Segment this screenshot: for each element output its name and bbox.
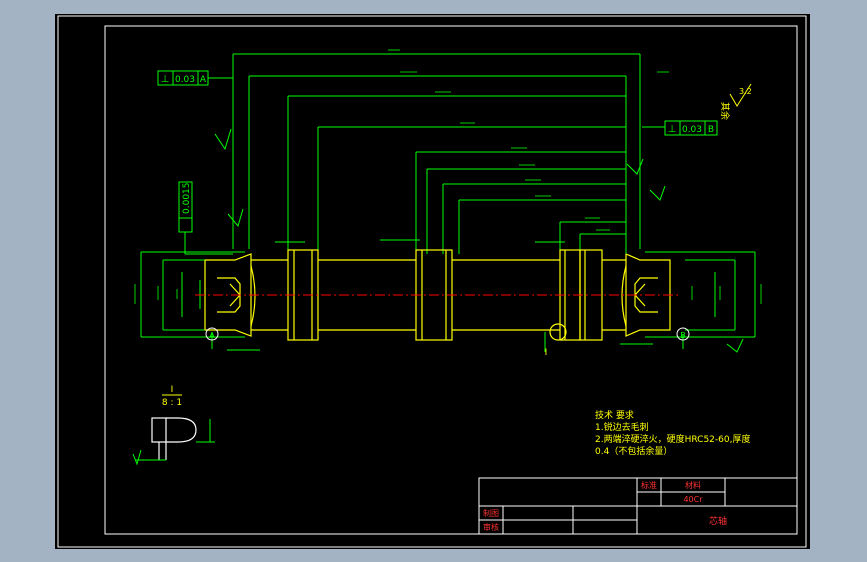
tol-b-datum: B <box>708 125 714 135</box>
tolerance-frame-b: ⊥ 0.03 B <box>664 120 718 136</box>
outer-frame <box>57 15 807 548</box>
title-drawn-label: 制图 <box>483 508 499 518</box>
tech-notes-title: 技术 要求 <box>595 409 634 421</box>
datum-markers <box>205 327 690 341</box>
engineering-drawing: ⊥ 0.03 A ⊥ 0.03 B 0.0015 其余 3.2 A B I I … <box>57 15 807 548</box>
tol-b-value: 0.03 <box>682 125 702 135</box>
roughness-marks <box>214 128 744 353</box>
tol-a-symbol: ⊥ <box>161 74 170 85</box>
title-drawing-name: 芯轴 <box>709 515 727 527</box>
tol-v-value: 0.0015 <box>182 183 192 215</box>
cad-viewport[interactable]: ⊥ 0.03 A ⊥ 0.03 B 0.0015 其余 3.2 A B I I … <box>55 14 810 549</box>
section-marker: I <box>545 348 548 358</box>
title-check-label: 审核 <box>483 522 499 532</box>
dimension-value-marks <box>134 49 762 304</box>
datum-letter-a: A <box>209 331 215 340</box>
detail-view: I 8 : 1 <box>132 385 215 466</box>
title-mark-label: 标准 <box>641 480 657 490</box>
tolerance-frame-a: ⊥ 0.03 A <box>157 70 209 86</box>
inner-frame <box>104 25 798 535</box>
tol-b-symbol: ⊥ <box>668 124 677 135</box>
tech-notes-line2: 2.两端淬硬淬火，硬度HRC52-60,厚度 <box>595 433 750 445</box>
title-material-label: 材料 <box>685 480 701 490</box>
detail-label: I <box>171 385 174 395</box>
tech-notes-line3: 0.4（不包括余量） <box>595 445 672 457</box>
dimension-lines <box>140 53 756 352</box>
surface-finish-value: 3.2 <box>739 87 752 96</box>
tol-a-datum: A <box>200 75 207 85</box>
title-block <box>478 477 798 535</box>
detail-scale: 8 : 1 <box>162 398 182 408</box>
surface-finish-label: 其余 <box>719 102 731 120</box>
surface-finish-symbol: 其余 3.2 <box>719 83 752 120</box>
tech-notes-line1: 1.锐边去毛刺 <box>595 421 649 433</box>
tech-notes: 技术 要求 1.锐边去毛刺 2.两端淬硬淬火，硬度HRC52-60,厚度 0.4… <box>595 409 750 457</box>
tol-a-value: 0.03 <box>175 75 195 85</box>
title-material-value: 40Cr <box>683 495 703 504</box>
tolerance-frame-vertical: 0.0015 <box>178 181 193 233</box>
datum-letter-b: B <box>680 331 686 340</box>
